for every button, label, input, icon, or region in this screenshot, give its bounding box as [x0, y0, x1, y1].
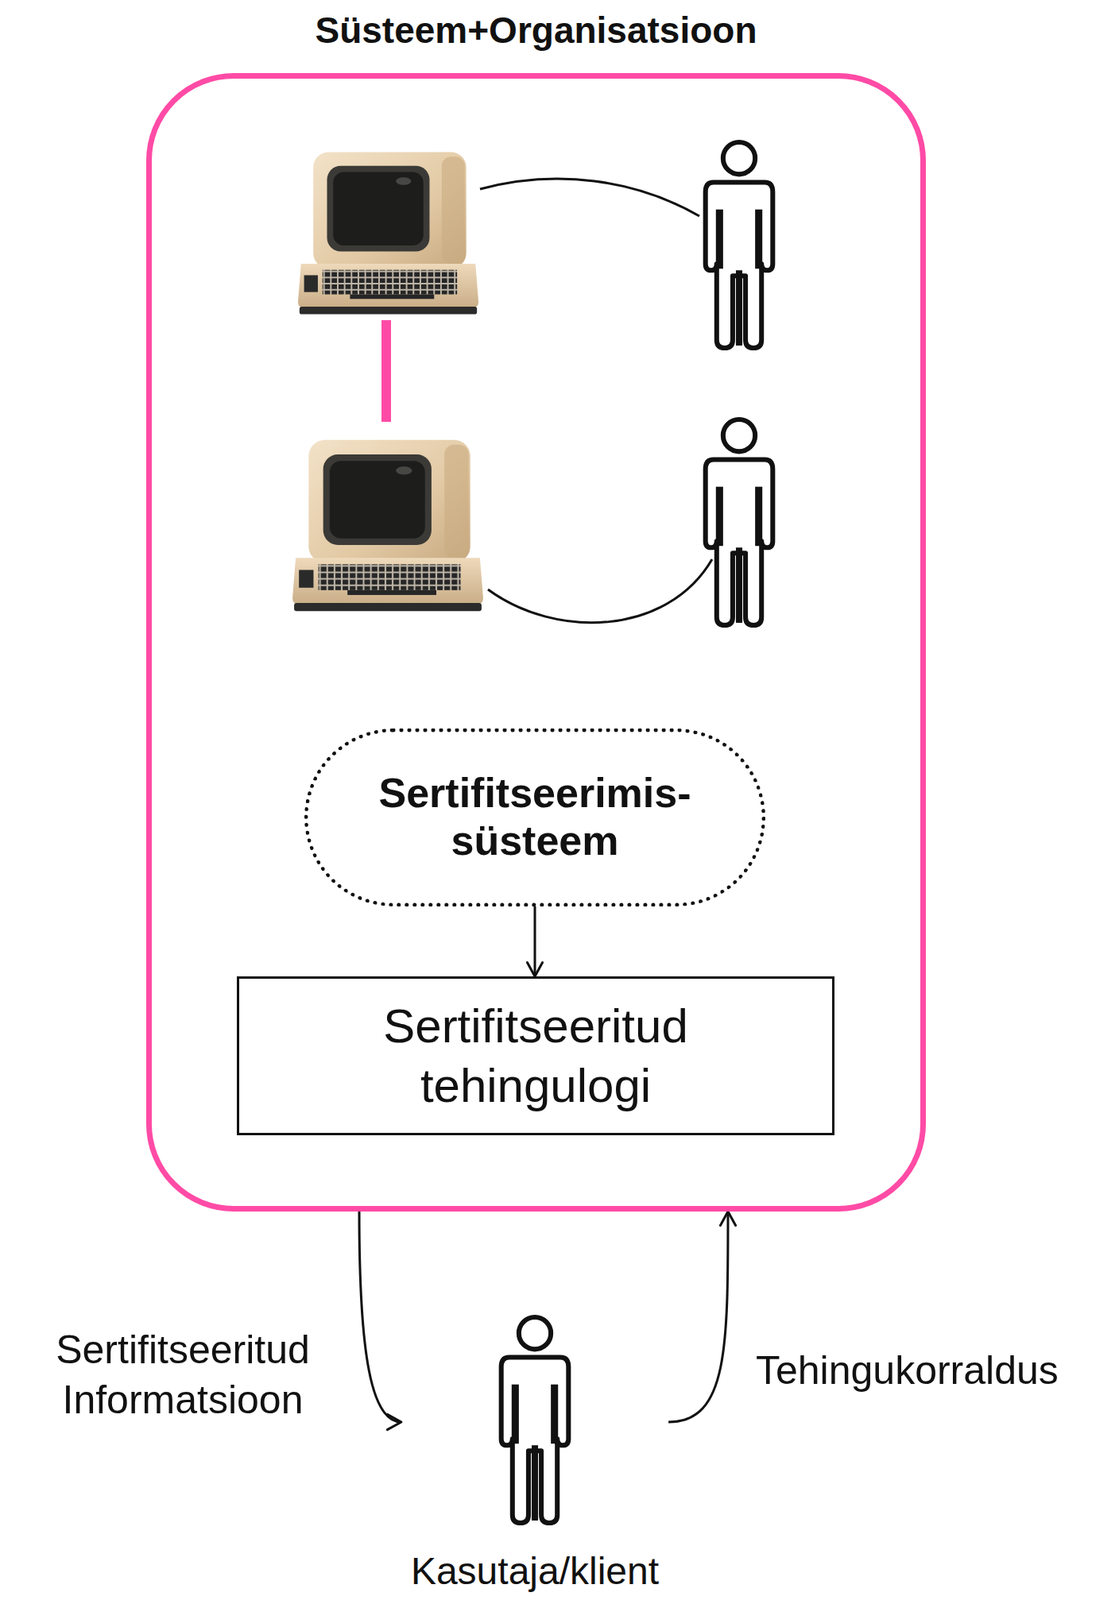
- computer-terminal: [292, 440, 484, 612]
- connector-arrow: [668, 1211, 736, 1423]
- connector-line: [359, 1211, 402, 1423]
- network-link: [381, 320, 392, 423]
- arrow-head: [387, 1414, 402, 1430]
- arrow-head: [526, 962, 543, 977]
- person-figure: [705, 142, 774, 349]
- operator-link: [480, 178, 700, 217]
- person-figure: [492, 1311, 577, 1528]
- certification-system: Sertifitseerimis- süsteem: [304, 728, 766, 907]
- transaction-log-box: Sertifitseeritud tehingulogi: [236, 976, 835, 1136]
- node-label: Sertifitseeritud tehingulogi: [329, 996, 743, 1116]
- computer-terminal: [298, 151, 479, 314]
- client-node: Kasutaja/klient: [401, 1311, 669, 1595]
- connector-arrow: [359, 1211, 402, 1431]
- person-figure: [501, 1317, 570, 1524]
- organisation-boundary: Süsteem+OrganisatsioonSertifitseerimis- …: [146, 73, 926, 1212]
- boundary-title: Süsteem+Organisatsioon: [151, 8, 921, 52]
- node-label: Sertifitseerimis- süsteem: [352, 770, 718, 866]
- operator-link: [487, 559, 713, 624]
- connector-line: [668, 1211, 728, 1423]
- connector-arrow: [526, 906, 543, 977]
- edge-label: Tehingukorraldus: [752, 1346, 1062, 1397]
- client-label: Kasutaja/klient: [410, 1549, 659, 1595]
- edge-label: Sertifitseeritud Informatsioon: [28, 1325, 337, 1425]
- connector-line: [534, 906, 537, 977]
- arrow-head: [720, 1211, 736, 1227]
- person-figure: [705, 419, 774, 626]
